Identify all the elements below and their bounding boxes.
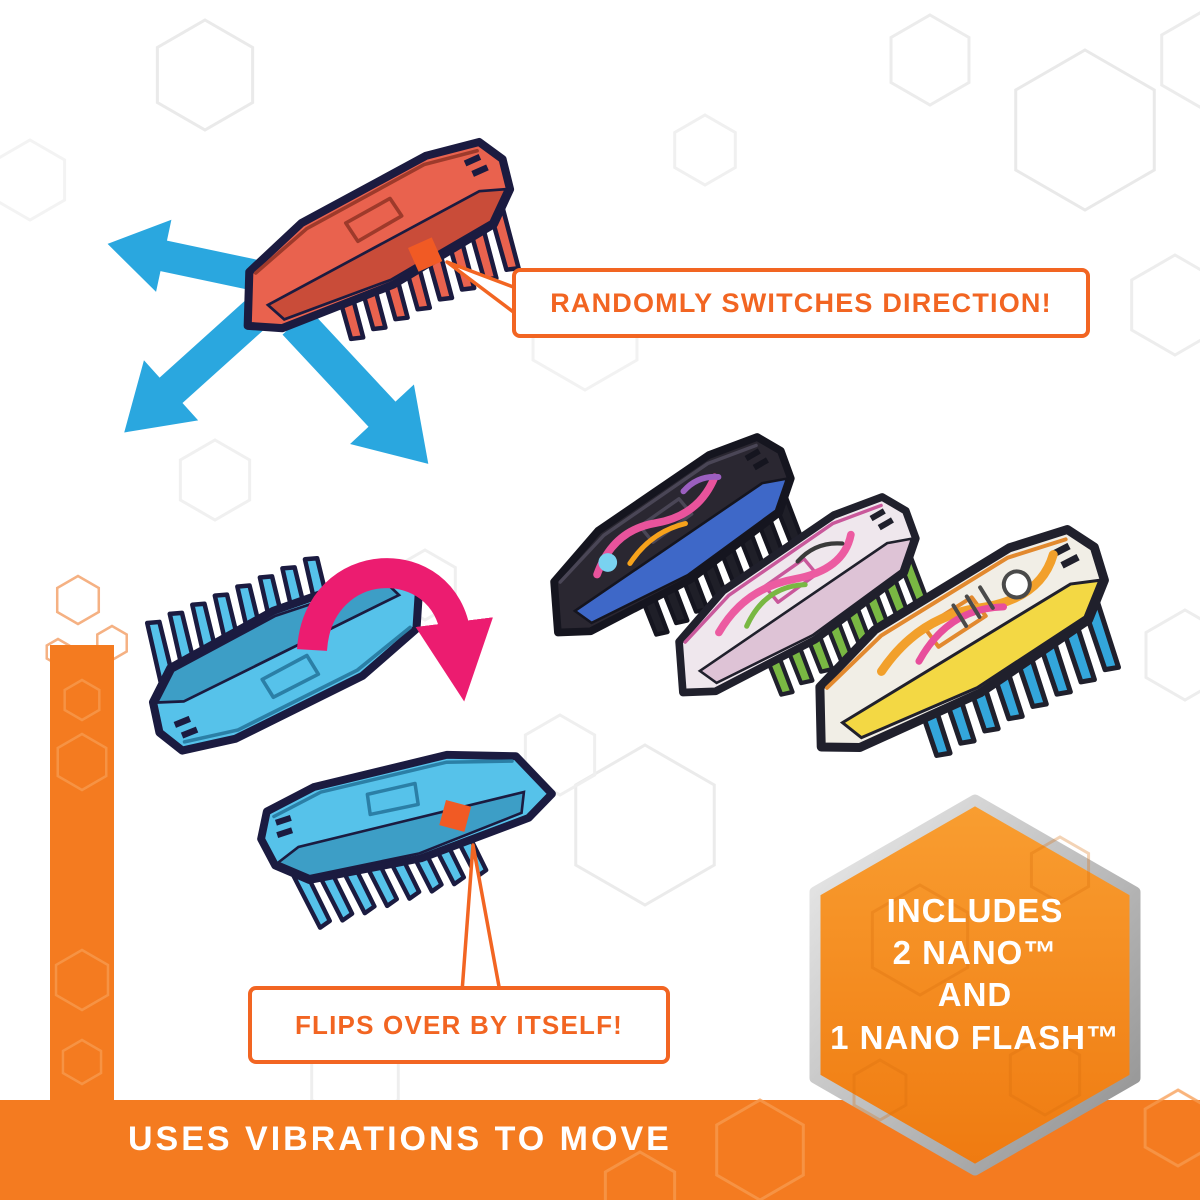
graffiti-nano-bug-green bbox=[644, 483, 956, 740]
footer-slogan: USES VIBRATIONS TO MOVE bbox=[128, 1120, 672, 1158]
graffiti-art bbox=[715, 530, 855, 637]
callout-random-direction-text: RANDOMLY SWITCHES DIRECTION! bbox=[550, 287, 1052, 318]
power-button-icon bbox=[439, 800, 472, 832]
red-nano-bug-illustration bbox=[214, 128, 546, 379]
graffiti-art bbox=[593, 473, 722, 579]
callout-flips-over-text: FLIPS OVER BY ITSELF! bbox=[294, 1009, 624, 1040]
callout-random-direction: RANDOMLY SWITCHES DIRECTION! bbox=[512, 268, 1090, 338]
blue-nano-bug-upright-illustration bbox=[251, 718, 569, 937]
blue-nano-bug-flipped-illustration bbox=[120, 522, 451, 765]
badge-line-includes: INCLUDES bbox=[886, 892, 1064, 929]
graffiti-nano-bug-skeleton bbox=[779, 513, 1147, 804]
badge-line-1-nano-flash: 1 NANO FLASH™ bbox=[830, 1018, 1120, 1056]
badge-text: INCLUDES 2 NANO™ AND 1 NANO FLASH™ bbox=[822, 890, 1128, 1059]
graffiti-art bbox=[876, 550, 1058, 676]
callout-flips-over: FLIPS OVER BY ITSELF! bbox=[248, 986, 670, 1064]
badge-line-and: AND bbox=[937, 976, 1013, 1014]
flip-arrow-icon bbox=[297, 558, 493, 702]
power-button-icon bbox=[408, 237, 443, 272]
graffiti-nano-bug-black bbox=[519, 423, 831, 680]
badge-line-2-nano: 2 NANO™ bbox=[892, 934, 1058, 972]
includes-badge bbox=[809, 794, 1141, 1176]
